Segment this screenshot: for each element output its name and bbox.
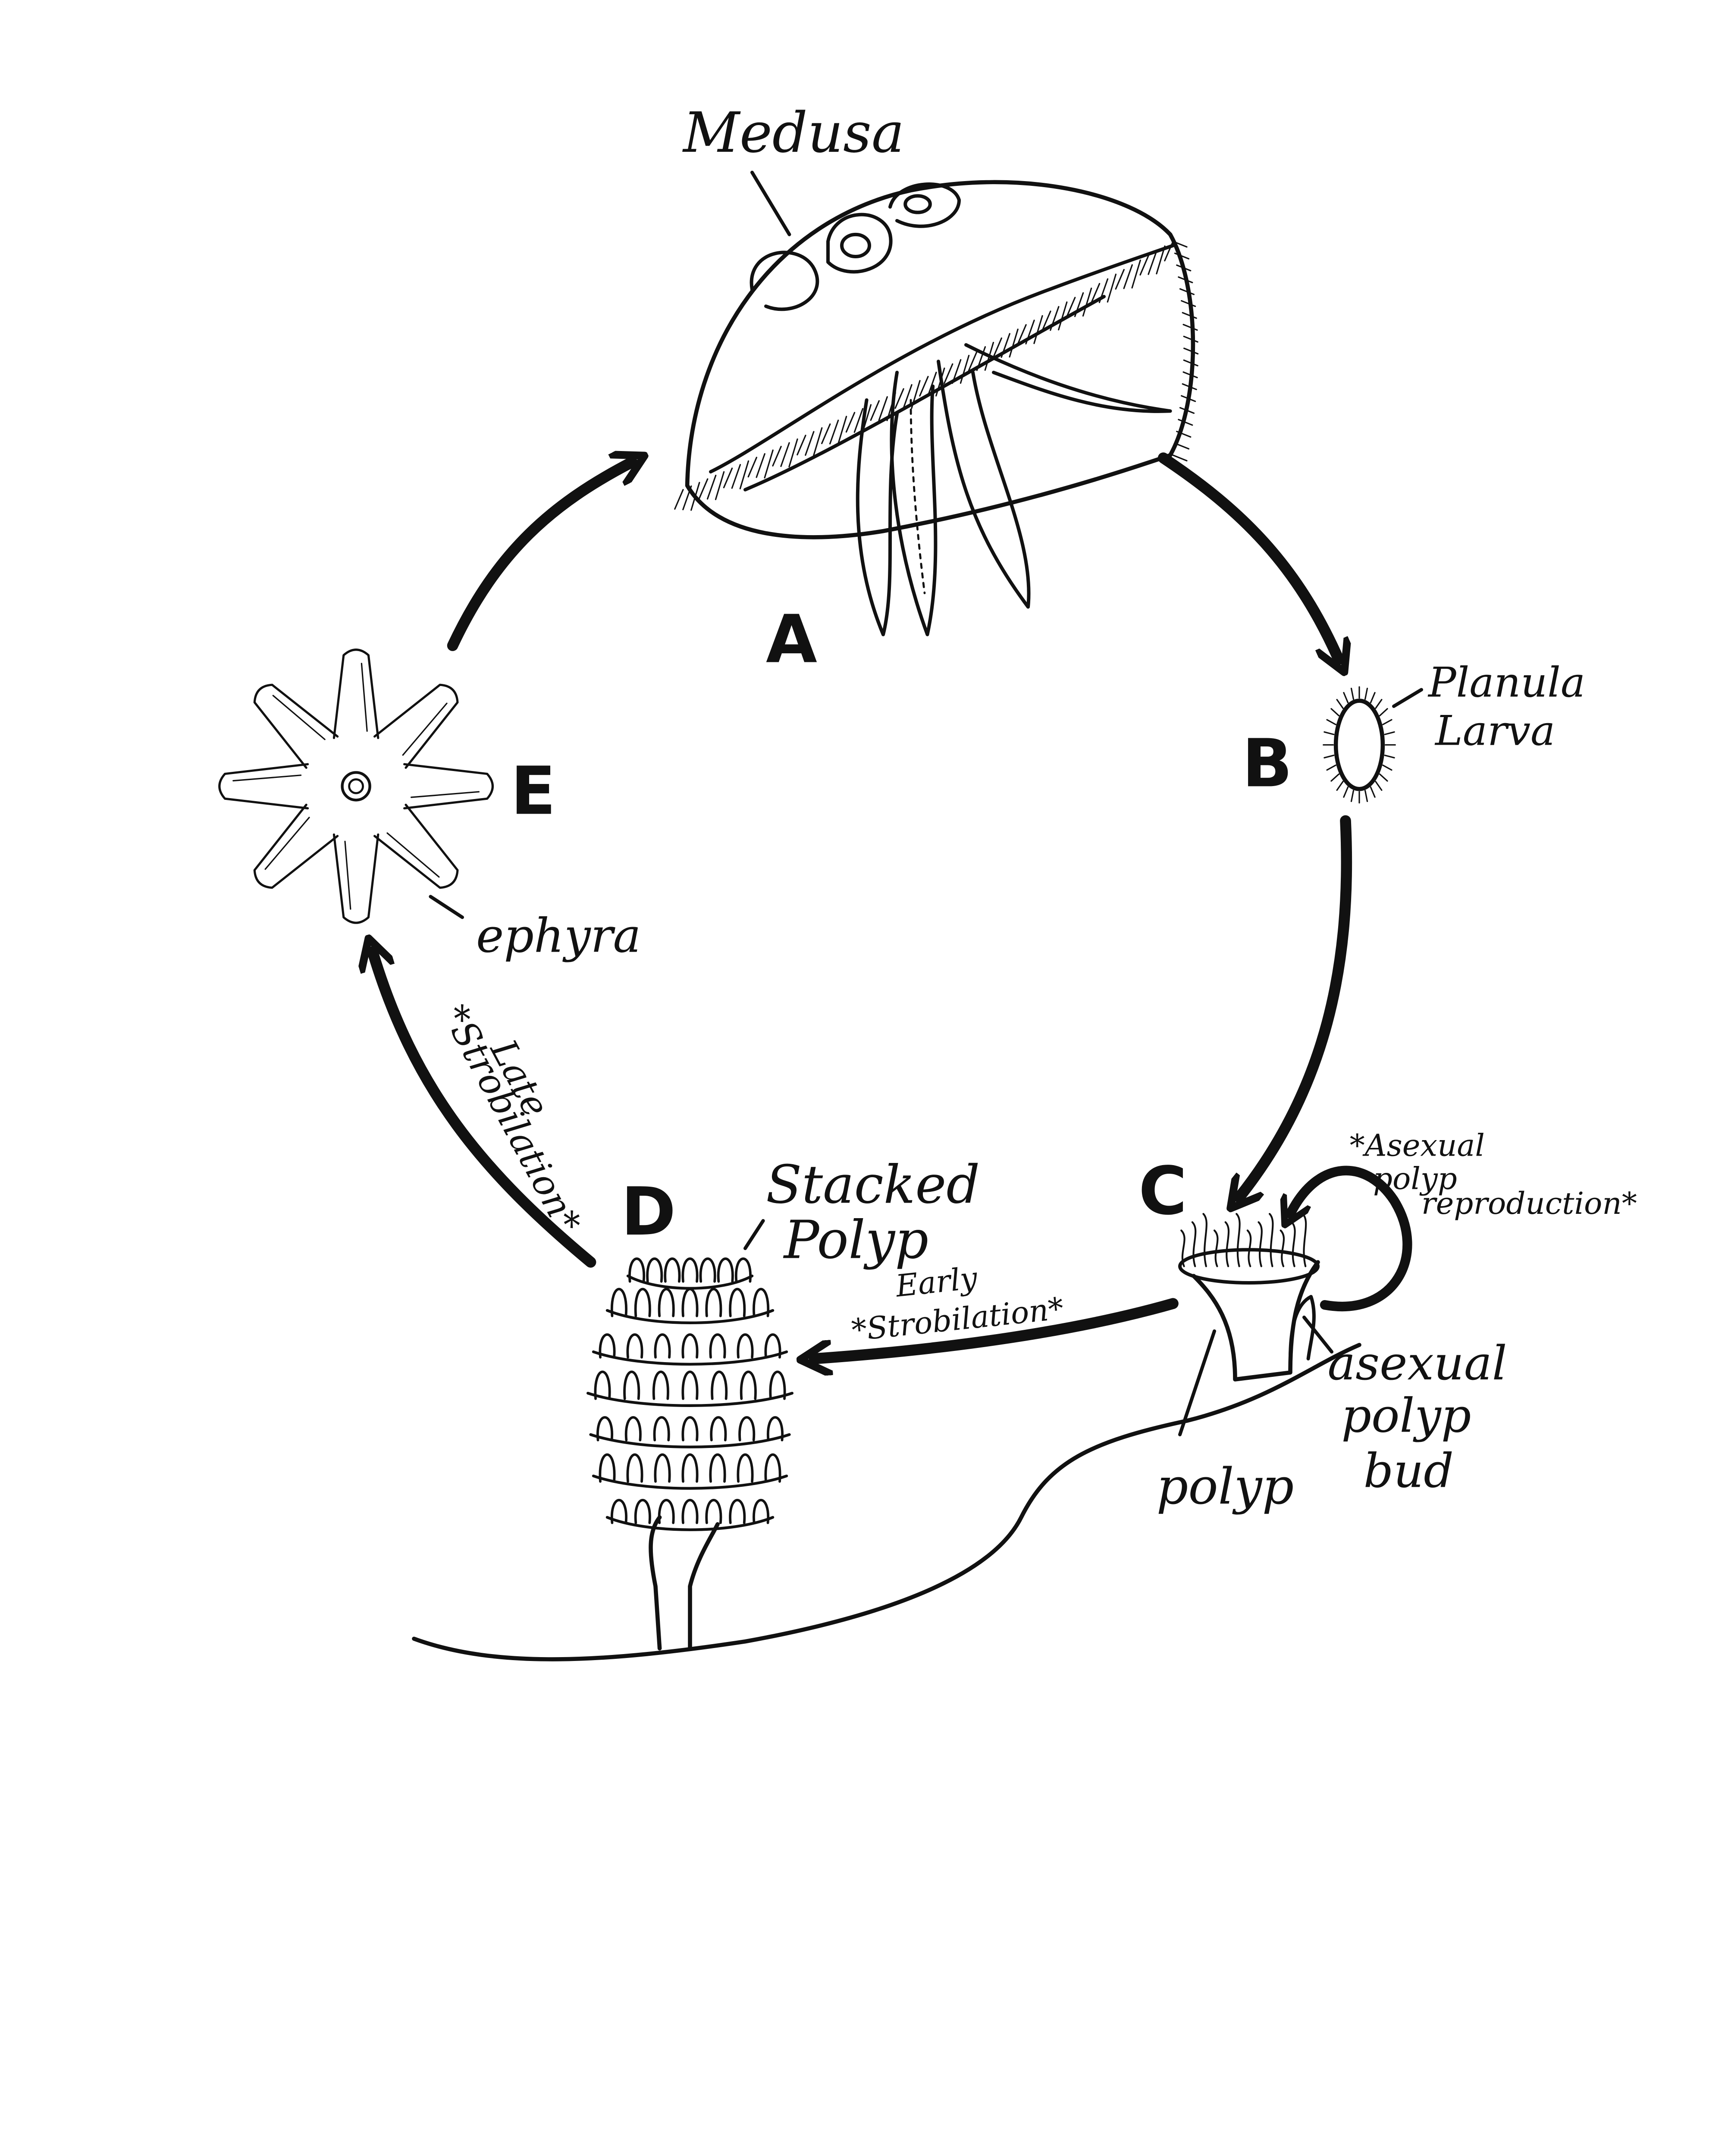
arrow-e-to-a — [447, 462, 632, 651]
stacked-polyp-label-line1: Stacked — [766, 1154, 980, 1216]
medusa-label: Medusa — [682, 101, 904, 165]
polyp-leader-line — [1178, 1329, 1216, 1436]
planula-label-line1: Planula — [1427, 658, 1585, 706]
bud-label-line1: asexual — [1327, 1336, 1507, 1391]
medusa-fringe — [674, 241, 1199, 511]
stage-letter-d: D — [621, 1173, 676, 1250]
medusa-leader-line — [750, 170, 791, 236]
polyp-illustration — [1178, 1213, 1320, 1382]
arrow-a-to-b — [1157, 452, 1339, 659]
asexual-repro-label-line2: polyp — [1373, 1161, 1457, 1197]
asexual-repro-label-line3: reproduction* — [1421, 1186, 1637, 1221]
ephyra-label: ephyra — [476, 908, 641, 963]
ephyra-leader-line — [429, 895, 464, 919]
early-strobilation-label-line1: Early — [893, 1260, 979, 1304]
bud-leader-line — [1302, 1316, 1333, 1354]
stage-letter-b: B — [1242, 725, 1292, 802]
substrate-line — [412, 1343, 1361, 1661]
stacked-polyp-illustration — [586, 1257, 794, 1651]
stage-letter-a: A — [766, 601, 817, 678]
planula-label-line2: Larva — [1434, 706, 1555, 755]
asexual-repro-label-line1: *Asexual — [1350, 1128, 1485, 1163]
stacked-polyp-label-line2: Polyp — [783, 1209, 929, 1270]
arrow-asexual-loop — [1290, 1166, 1412, 1312]
stage-letter-c: C — [1138, 1153, 1187, 1230]
polyp-label: polyp — [1157, 1458, 1294, 1516]
arrow-c-to-d — [814, 1298, 1179, 1359]
bud-label-line3: bud — [1364, 1444, 1454, 1498]
arrow-d-to-e — [373, 952, 596, 1268]
planula-leader-line — [1392, 688, 1423, 708]
stage-letter-e: E — [511, 752, 556, 830]
planula-illustration — [1323, 686, 1396, 804]
medusa-illustration — [674, 180, 1199, 636]
bud-label-line2: polyp — [1341, 1388, 1471, 1443]
arrow-b-to-c — [1239, 815, 1352, 1197]
ephyra-illustration — [218, 649, 494, 924]
cycle-arrows — [373, 452, 1412, 1359]
stacked-polyp-leader-line — [743, 1219, 765, 1250]
